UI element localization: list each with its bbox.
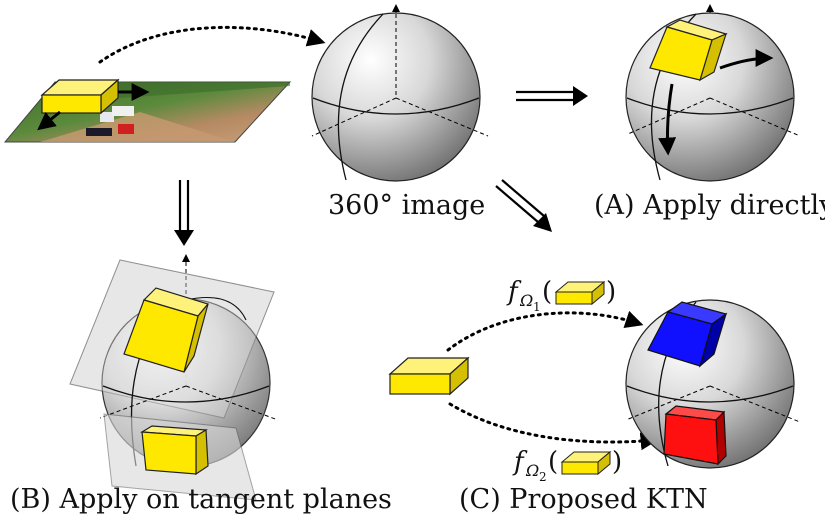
- sphere-apply-directly: [625, 4, 801, 182]
- sphere-360: [311, 4, 489, 182]
- f1-mini-kernel-icon: [554, 280, 606, 306]
- formula-f-omega-2: f Ω 2 ( ): [512, 447, 622, 484]
- distorted-yellow-kernel: [649, 19, 728, 82]
- caption-360-image: 360° image: [328, 190, 485, 221]
- f2-mini-kernel-icon: [560, 450, 612, 476]
- f2-subscript: Ω: [525, 461, 539, 480]
- red-transformed-kernel: [663, 405, 727, 466]
- caption-tangent-planes: (B) Apply on tangent planes: [10, 484, 392, 515]
- yellow-kernel-icon: [40, 78, 120, 115]
- f1-subsubscript: 1: [533, 300, 541, 314]
- f1-close-paren: ): [606, 277, 616, 307]
- rotation-arrow-down: [658, 83, 677, 156]
- batter-figure: [86, 106, 134, 136]
- caption-apply-directly: (A) Apply directly: [594, 190, 825, 221]
- rotation-arrow-right: [719, 49, 774, 70]
- ktn-lower-dotted-arrow: [448, 402, 659, 451]
- f2-subsubscript: 2: [539, 470, 547, 484]
- f1-open-paren: (: [542, 277, 552, 307]
- tangent-yellow-kernel-upper: [123, 287, 210, 373]
- double-arrow-to-a: [516, 86, 588, 106]
- ktn-source-kernel: [388, 356, 470, 396]
- ktn-upper-dotted-arrow: [446, 310, 644, 352]
- blue-transformed-kernel: [647, 301, 728, 368]
- shift-down-arrow: [37, 110, 61, 131]
- sphere-ktn: [625, 299, 801, 469]
- formula-f-omega-1: f Ω 1 ( ): [506, 277, 616, 314]
- double-arrow-to-c: [495, 179, 552, 232]
- f2-open-paren: (: [548, 447, 558, 477]
- sphere-tangent-planes: [69, 254, 279, 501]
- input-image-plane: [3, 78, 292, 143]
- tangent-yellow-kernel-lower: [140, 425, 209, 476]
- f1-subscript: Ω: [519, 291, 533, 310]
- double-arrow-to-b: [174, 180, 194, 246]
- f2-close-paren: ): [612, 447, 622, 477]
- projection-dotted-arrow: [98, 25, 326, 64]
- caption-proposed-ktn: (C) Proposed KTN: [459, 484, 708, 515]
